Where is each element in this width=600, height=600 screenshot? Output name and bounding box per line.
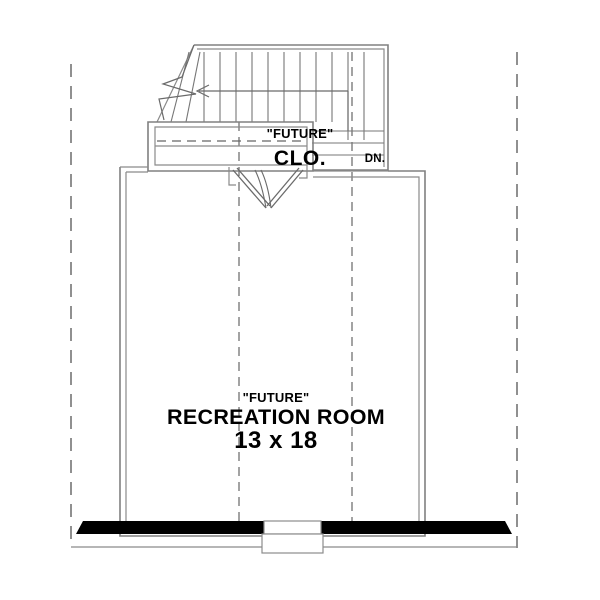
room-outer-wall — [119, 167, 426, 537]
foundation-opening-projection — [261, 533, 324, 554]
stair-direction-label: DN. — [364, 153, 386, 165]
dashed-reference-lines — [70, 52, 518, 548]
foundation-opening — [263, 520, 322, 535]
closet-door-jamb-right — [299, 165, 308, 179]
recreation-room-qualifier-label: "FUTURE" — [242, 390, 310, 405]
closet-door-swing-arc-left — [254, 169, 267, 209]
foundation-band-left — [76, 521, 264, 534]
closet-door-leaf-right — [270, 169, 304, 209]
closet-door-leaf-left — [232, 169, 267, 209]
closet-door-jamb-left — [228, 167, 236, 186]
closet-door-leaf-right-2 — [266, 167, 300, 207]
closet-bifold-doors — [228, 165, 308, 209]
break-line-zigzag — [158, 44, 197, 121]
stairwell-inner-wall — [197, 48, 385, 167]
closet-name-label: CLO. — [273, 147, 327, 170]
stairwell-outer-wall — [194, 44, 389, 171]
recreation-room-walls — [119, 166, 426, 537]
recreation-room-dimensions-label: 13 x 18 — [234, 427, 318, 454]
foundation-wall — [71, 520, 517, 554]
break-line-icon — [158, 44, 197, 121]
closet-door-swing-arc-right — [260, 169, 272, 209]
arrow-head — [195, 84, 210, 98]
stair-tread — [185, 51, 201, 123]
stair-tread — [170, 51, 190, 123]
stair-direction-arrow-icon — [195, 84, 349, 131]
foundation-band-right — [321, 521, 512, 534]
room-inner-wall — [125, 172, 420, 532]
recreation-room-name-label: RECREATION ROOM — [167, 405, 385, 429]
closet-qualifier-label: "FUTURE" — [266, 126, 334, 141]
